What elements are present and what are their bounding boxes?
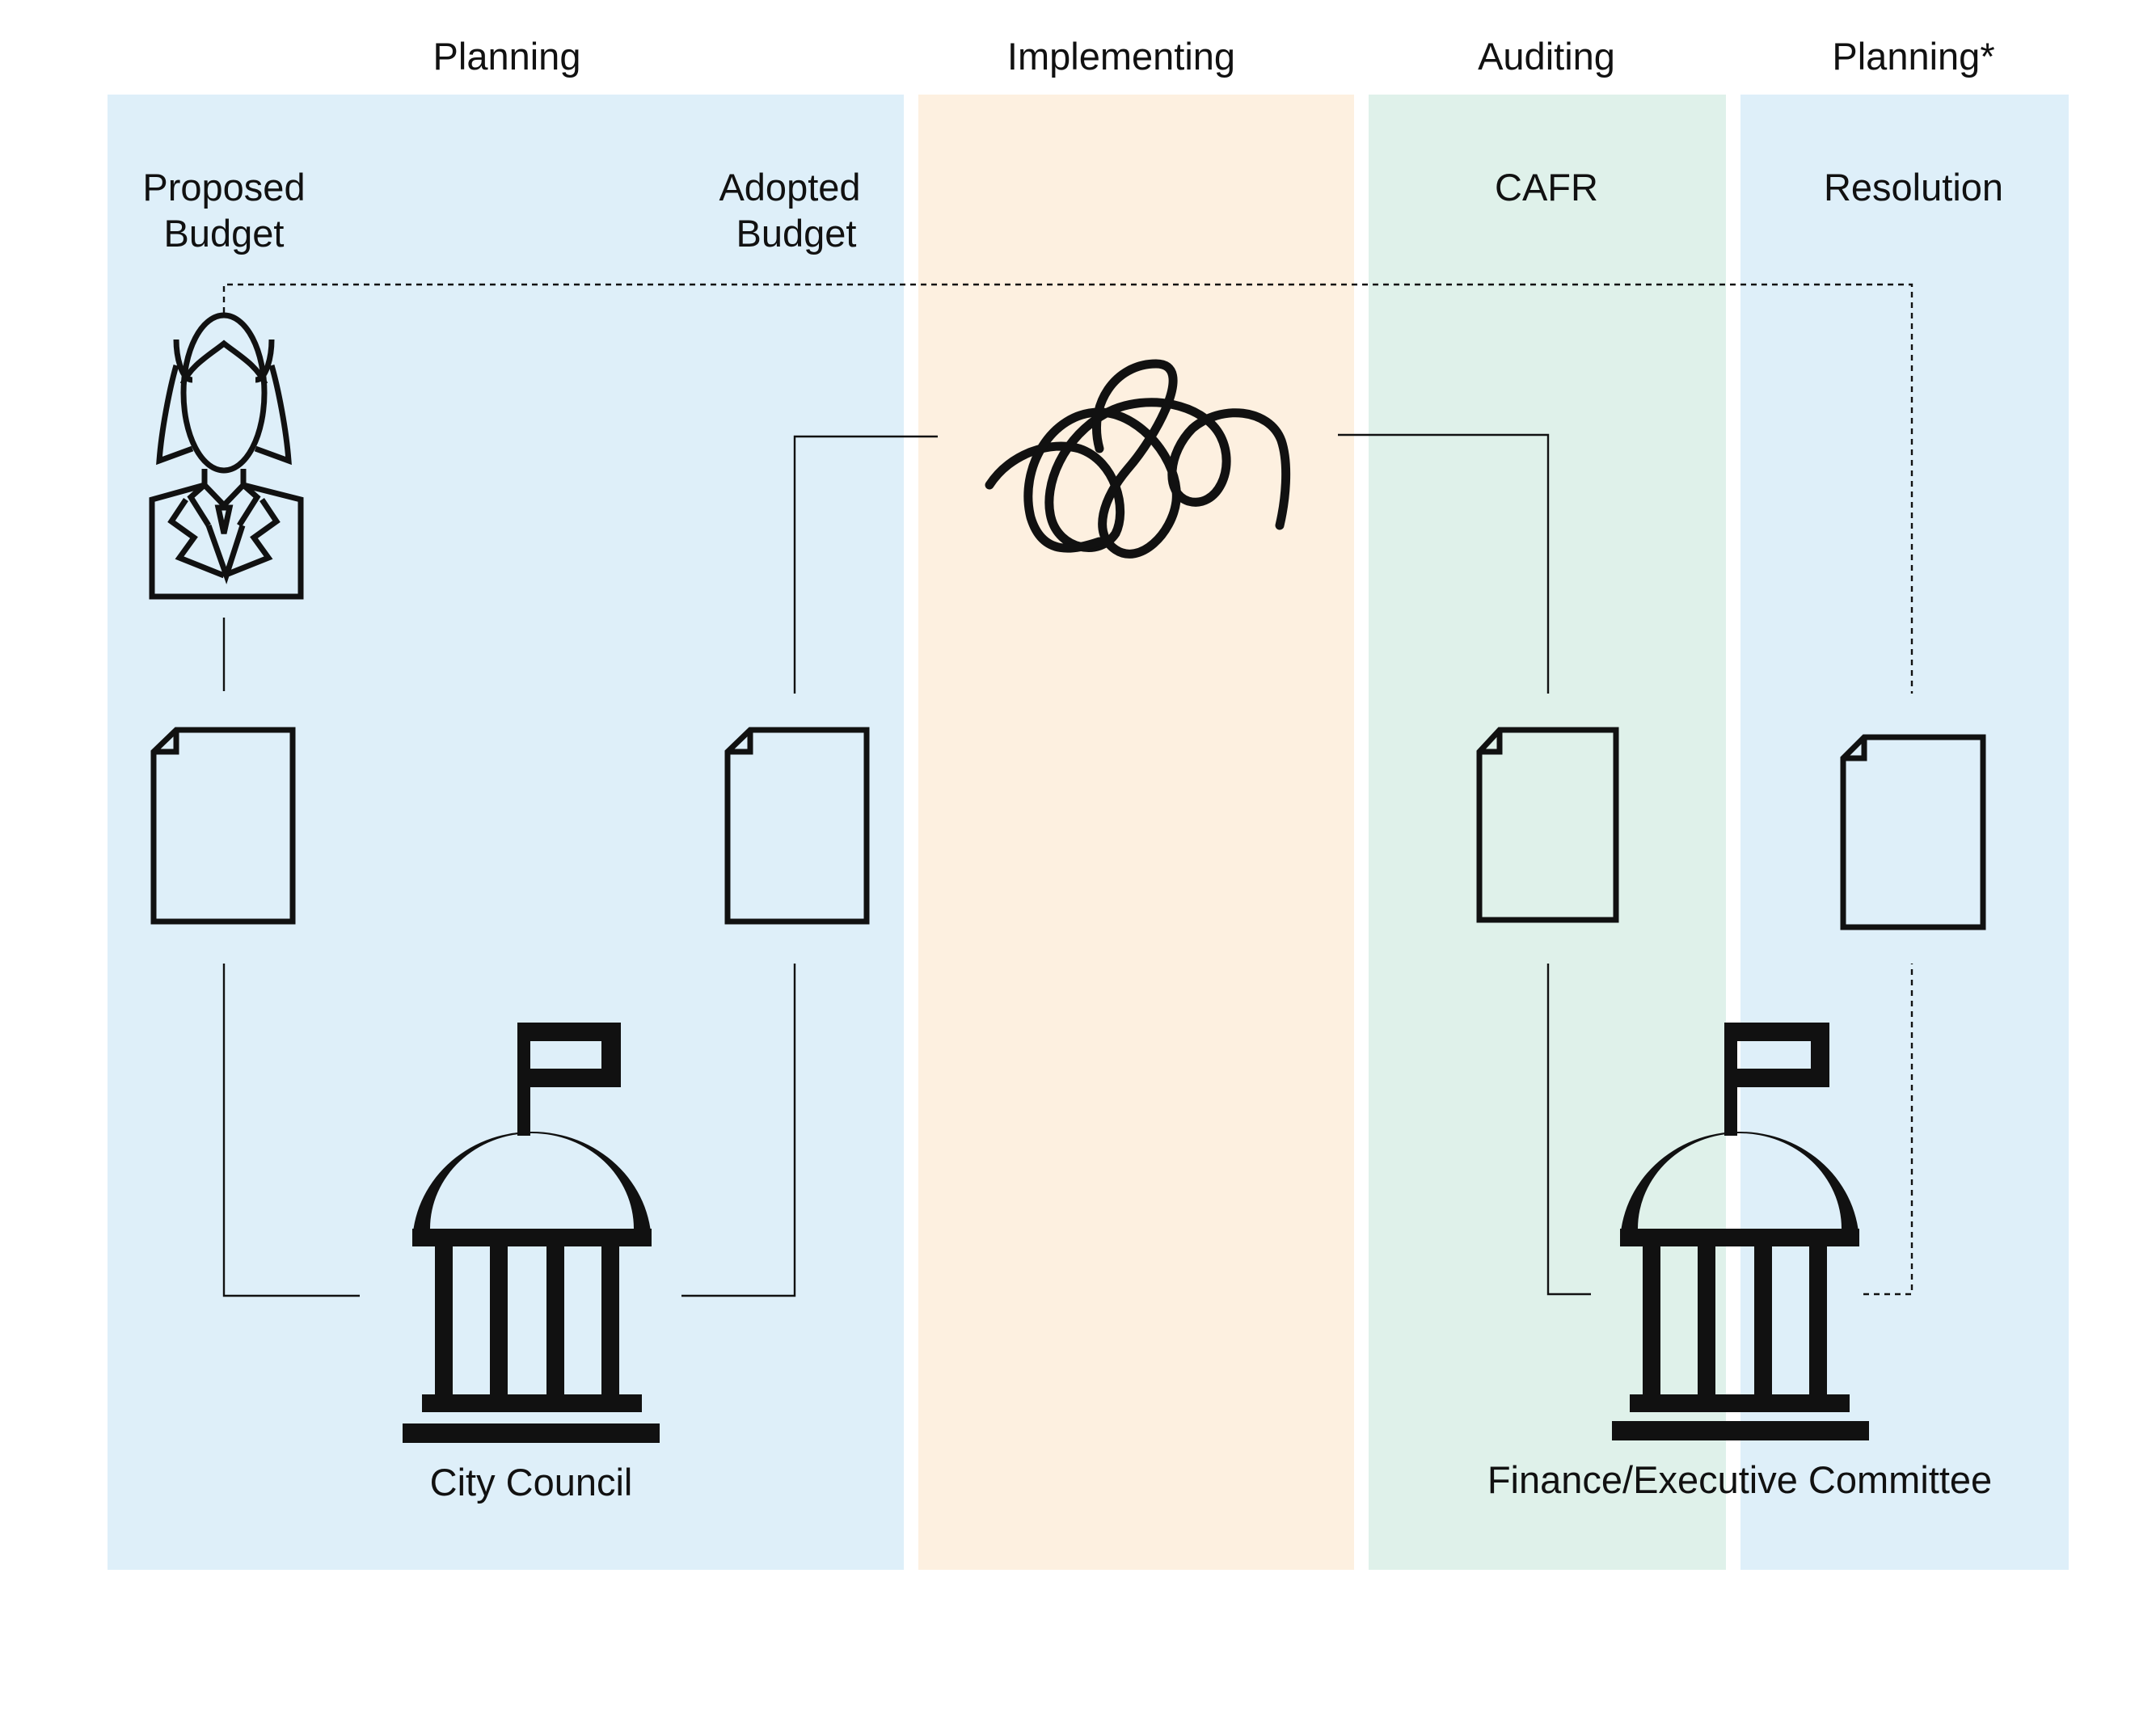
proposed-budget-label-line1: Proposed [142,166,305,209]
finance-committee-building-icon [1612,1023,1869,1440]
businesswoman-icon [149,312,304,600]
phase-implementing-header: Implementing [1007,35,1235,78]
council-to-adopted-connector [681,964,796,1297]
scribble-icon-loop-a [1023,359,1181,559]
feedback-dashed-connector [222,283,1913,694]
adopted-budget-document-icon [724,727,870,925]
planning-next-band [1740,95,2069,1570]
phase-auditing-header: Auditing [1478,35,1615,78]
implementing-band [918,95,1354,1570]
cafr-label: CAFR [1495,166,1598,209]
resolution-label: Resolution [1824,166,2003,209]
committee-to-resolution-connector [1863,964,1913,1296]
phase-planning-next-header: Planning* [1832,35,1994,78]
proposed-budget-label-line2: Budget [164,212,285,255]
city-council-building-icon [403,1023,660,1443]
cafr-document-icon [1476,727,1619,923]
resolution-document-icon [1840,734,1986,930]
city-council-label: City Council [430,1461,633,1504]
phase-planning-header: Planning [433,35,581,78]
adopted-budget-label-line1: Adopted [719,166,860,209]
proposed-to-council-connector [222,964,360,1297]
adopted-to-implementation-connector [793,435,938,694]
connector-lines [222,283,1913,1297]
adopted-budget-label-line2: Budget [736,212,857,255]
proposed-budget-document-icon [150,727,296,925]
finance-committee-label: Finance/Executive Committee [1487,1458,1992,1501]
auditing-band [1369,95,1726,1570]
implementation-to-cafr-connector [1338,433,1550,694]
cafr-to-committee-connector [1546,964,1591,1296]
